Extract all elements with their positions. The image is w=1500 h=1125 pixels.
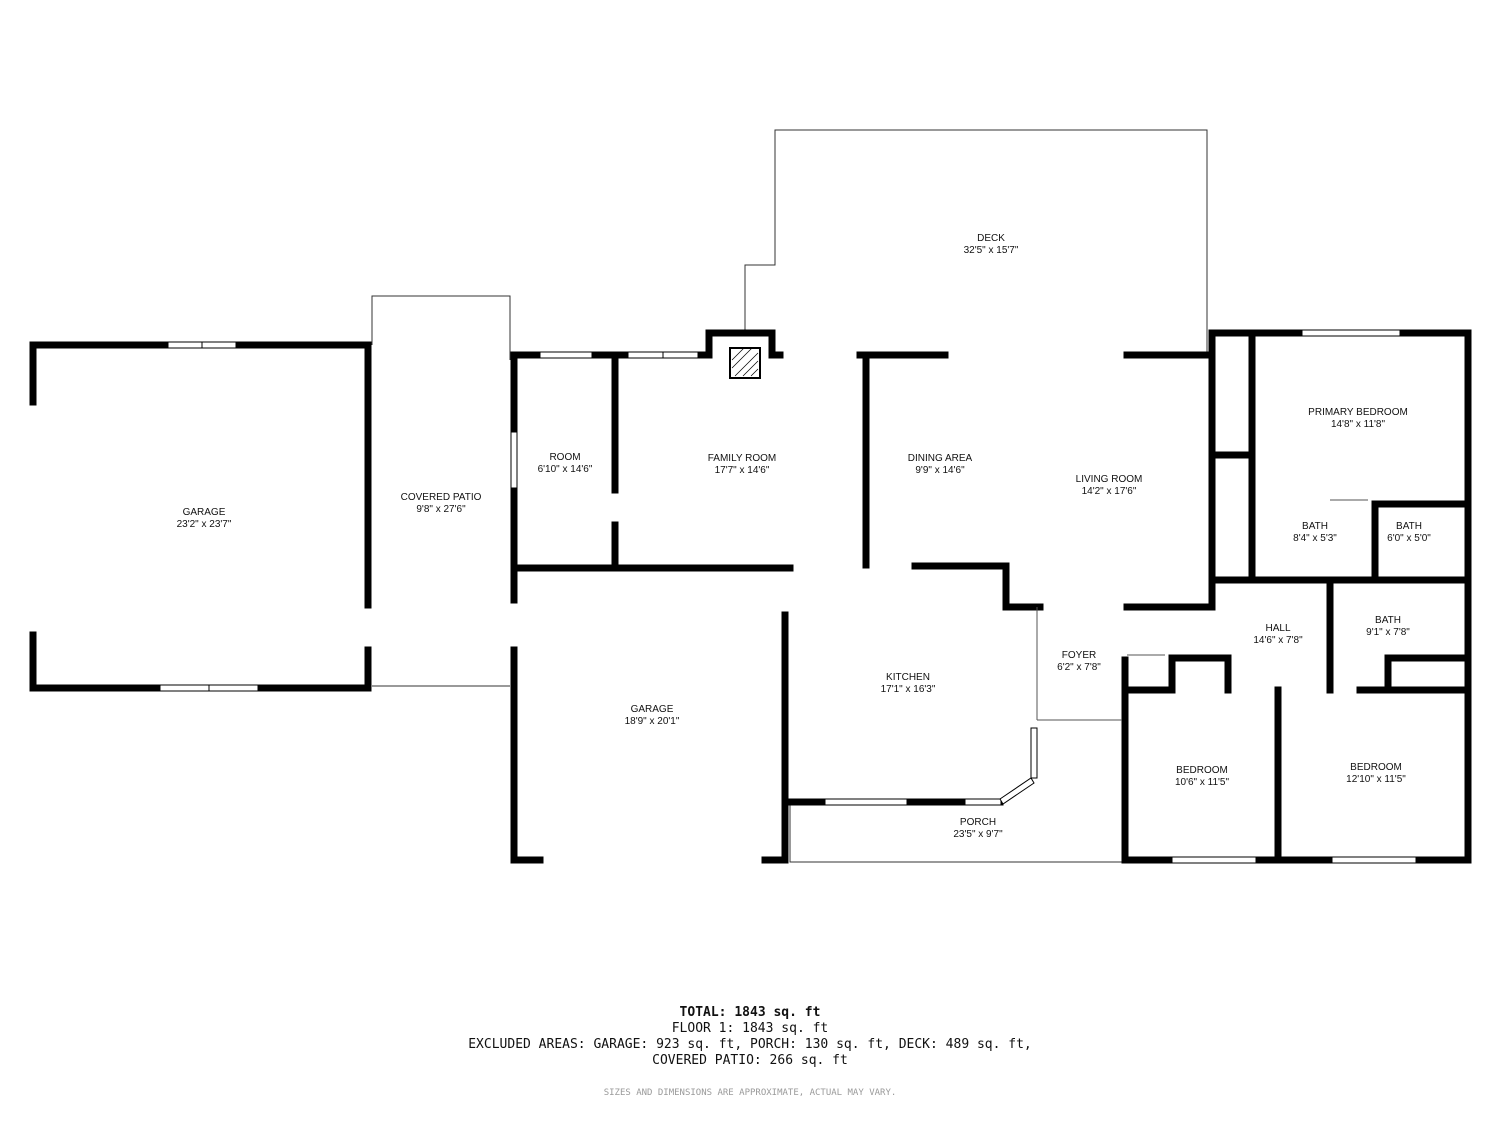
room-label-covered-patio: COVERED PATIO 9'8" x 27'6" [401, 492, 482, 516]
room-label-room: ROOM 6'10" x 14'6" [538, 452, 593, 476]
covered-patio-outline [371, 295, 511, 360]
room-dimensions: 6'2" x 7'8" [1057, 662, 1101, 673]
room-label-deck: DECK 32'5" x 15'7" [964, 233, 1019, 257]
room-label-kitchen: KITCHEN 17'1" x 16'3" [881, 672, 936, 696]
room-dimensions: 8'4" x 5'3" [1293, 533, 1337, 544]
room-name: ROOM [549, 452, 581, 463]
room-dimensions: 6'0" x 5'0" [1387, 533, 1431, 544]
room-name: BATH [1302, 521, 1328, 532]
room-name: BEDROOM [1176, 765, 1228, 776]
room-label-bath-1: BATH 8'4" x 5'3" [1293, 521, 1337, 545]
room-dimensions: 32'5" x 15'7" [963, 245, 1019, 256]
area-summary: TOTAL: 1843 sq. ft FLOOR 1: 1843 sq. ft … [0, 1005, 1500, 1069]
room-label-bath-3: BATH 9'1" x 7'8" [1366, 615, 1410, 639]
room-label-living-room: LIVING ROOM 14'2" x 17'6" [1076, 474, 1143, 498]
disclaimer: SIZES AND DIMENSIONS ARE APPROXIMATE, AC… [603, 1088, 897, 1098]
room-label-foyer: FOYER 6'2" x 7'8" [1057, 650, 1101, 674]
room-name: BATH [1396, 521, 1422, 532]
room-name: DECK [977, 233, 1005, 244]
room-dimensions: 14'6" x 7'8" [1253, 635, 1303, 646]
floor-area: FLOOR 1: 1843 sq. ft [671, 1021, 829, 1036]
room-name: PORCH [959, 817, 997, 828]
room-label-hall: HALL 14'6" x 7'8" [1253, 623, 1302, 647]
interior-lines [1036, 499, 1368, 721]
room-label-dining-area: DINING AREA 9'9" x 14'6" [908, 453, 972, 477]
room-label-garage-left: GARAGE 23'2" x 23'7" [177, 507, 232, 531]
room-name: LIVING ROOM [1075, 474, 1143, 485]
room-label-garage-center: GARAGE 18'9" x 20'1" [625, 704, 680, 728]
room-name: GARAGE [630, 704, 674, 715]
fireplace-icon [729, 347, 761, 379]
total-area: TOTAL: 1843 sq. ft [679, 1005, 821, 1020]
room-label-bedroom-1: BEDROOM 10'6" x 11'5" [1175, 765, 1229, 789]
walls [29, 329, 1472, 864]
room-name: BEDROOM [1350, 762, 1402, 773]
room-name: COVERED PATIO [400, 492, 482, 503]
room-dimensions: 9'1" x 7'8" [1366, 627, 1410, 638]
room-dimensions: 18'9" x 20'1" [624, 716, 680, 727]
windows [159, 329, 1417, 864]
excluded-areas-line-1: EXCLUDED AREAS: GARAGE: 923 sq. ft, PORC… [468, 1037, 1032, 1052]
room-dimensions: 23'5" x 9'7" [953, 829, 1003, 840]
room-label-bedroom-2: BEDROOM 12'10" x 11'5" [1346, 762, 1406, 786]
room-dimensions: 17'7" x 14'6" [714, 465, 770, 476]
room-label-family-room: FAMILY ROOM 17'7" x 14'6" [708, 453, 777, 477]
room-label-porch: PORCH 23'5" x 9'7" [953, 817, 1002, 841]
room-dimensions: 9'8" x 27'6" [416, 504, 466, 515]
room-name: KITCHEN [886, 672, 930, 683]
room-dimensions: 23'2" x 23'7" [176, 519, 232, 530]
room-name: FAMILY ROOM [707, 453, 777, 464]
room-dimensions: 12'10" x 11'5" [1346, 774, 1406, 785]
room-dimensions: 10'6" x 11'5" [1174, 777, 1230, 788]
room-name: PRIMARY BEDROOM [1308, 407, 1408, 418]
room-name: BATH [1375, 615, 1401, 626]
room-dimensions: 6'10" x 14'6" [537, 464, 593, 475]
room-name: GARAGE [182, 507, 226, 518]
room-dimensions: 17'1" x 16'3" [880, 684, 936, 695]
excluded-areas-line-2: COVERED PATIO: 266 sq. ft [652, 1053, 848, 1068]
room-label-primary-bedroom: PRIMARY BEDROOM 14'8" x 11'8" [1308, 407, 1408, 431]
room-label-bath-2: BATH 6'0" x 5'0" [1387, 521, 1431, 545]
room-dimensions: 14'2" x 17'6" [1081, 486, 1137, 497]
room-name: FOYER [1061, 650, 1097, 661]
room-dimensions: 9'9" x 14'6" [915, 465, 965, 476]
room-name: HALL [1265, 623, 1291, 634]
room-dimensions: 14'8" x 11'8" [1330, 419, 1386, 430]
deck-outline [744, 129, 1208, 355]
room-name: DINING AREA [907, 453, 973, 464]
